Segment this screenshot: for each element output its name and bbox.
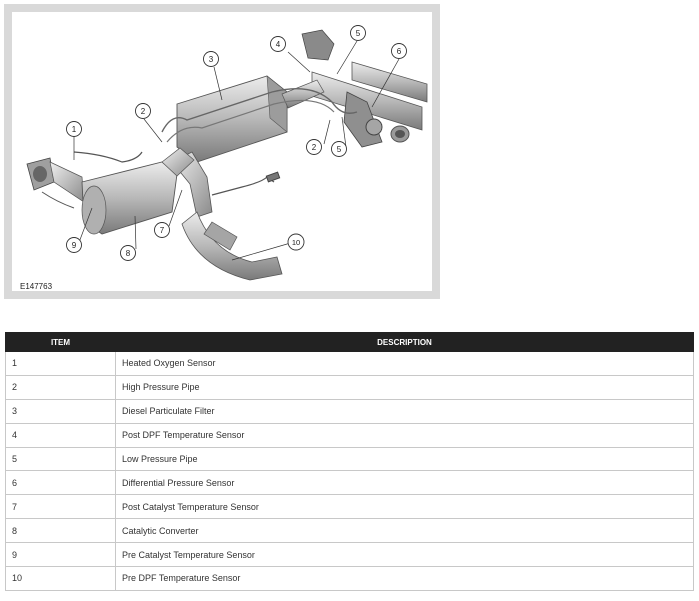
row-item: 1 — [5, 351, 116, 376]
callout-6: 6 — [391, 43, 407, 59]
svg-text:8: 8 — [126, 249, 131, 258]
row-description: High Pressure Pipe — [115, 374, 694, 400]
row-description: Heated Oxygen Sensor — [115, 351, 694, 376]
exhaust-illustration: 1 2 3 4 5 6 7 — [26, 25, 428, 281]
svg-text:2: 2 — [312, 143, 317, 152]
callout-8: 8 — [120, 245, 136, 261]
row-item: 8 — [5, 518, 116, 544]
svg-text:10: 10 — [292, 238, 300, 247]
row-description: Post DPF Temperature Sensor — [115, 422, 694, 448]
row-description: Low Pressure Pipe — [115, 446, 694, 472]
callout-5: 5 — [350, 25, 366, 41]
svg-text:5: 5 — [356, 29, 361, 38]
svg-text:6: 6 — [397, 47, 402, 56]
row-item: 5 — [5, 446, 116, 472]
svg-text:5: 5 — [337, 145, 342, 154]
svg-text:7: 7 — [160, 226, 165, 235]
svg-text:2: 2 — [141, 107, 146, 116]
row-description: Catalytic Converter — [115, 518, 694, 544]
svg-text:3: 3 — [209, 55, 214, 64]
row-description: Pre Catalyst Temperature Sensor — [115, 542, 694, 568]
row-description: Post Catalyst Temperature Sensor — [115, 494, 694, 520]
svg-text:1: 1 — [72, 125, 77, 134]
callout-1: 1 — [66, 121, 82, 137]
callout-10: 10 — [287, 233, 305, 251]
header-description: DESCRIPTION — [115, 332, 694, 352]
callout-4: 4 — [270, 36, 286, 52]
row-description: Pre DPF Temperature Sensor — [115, 566, 694, 591]
callout-2-lower: 2 — [306, 139, 322, 155]
row-description: Differential Pressure Sensor — [115, 470, 694, 496]
row-item: 2 — [5, 374, 116, 400]
row-item: 3 — [5, 398, 116, 424]
callout-9: 9 — [66, 237, 82, 253]
table-header-row: ITEM DESCRIPTION — [5, 332, 694, 352]
callout-2: 2 — [135, 103, 151, 119]
callout-5-lower: 5 — [331, 141, 347, 157]
svg-text:9: 9 — [72, 241, 77, 250]
callout-3: 3 — [203, 51, 219, 67]
row-item: 7 — [5, 494, 116, 520]
figure-id-label: E147763 — [20, 282, 53, 291]
callout-7: 7 — [154, 222, 170, 238]
row-item: 9 — [5, 542, 116, 568]
svg-text:4: 4 — [276, 40, 281, 49]
row-item: 10 — [5, 566, 116, 591]
row-description: Diesel Particulate Filter — [115, 398, 694, 424]
figure-frame: 1 2 3 4 5 6 7 — [4, 4, 440, 299]
row-item: 4 — [5, 422, 116, 448]
row-item: 6 — [5, 470, 116, 496]
header-item: ITEM — [5, 332, 116, 352]
exhaust-diagram: 1 2 3 4 5 6 7 — [12, 12, 432, 291]
